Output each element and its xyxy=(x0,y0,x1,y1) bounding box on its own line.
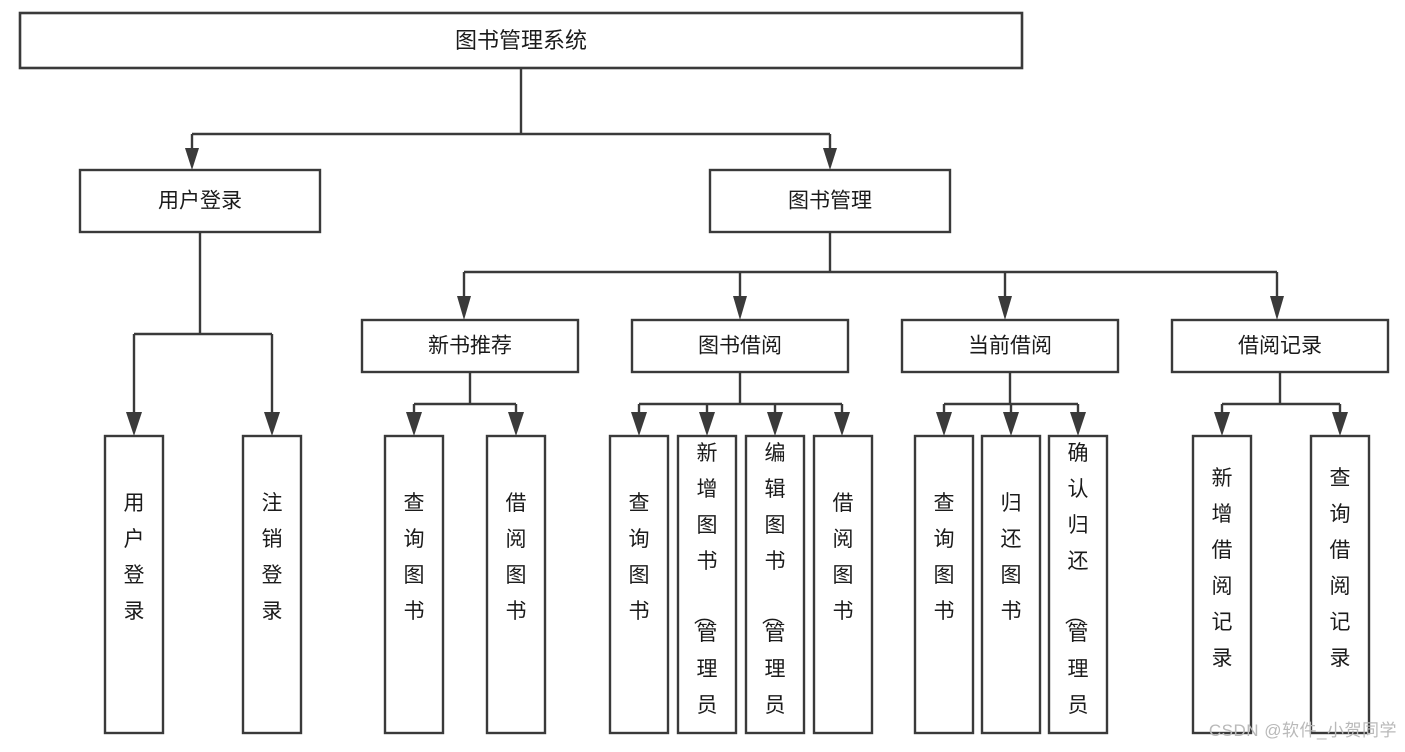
leaf-add-book-box[interactable] xyxy=(676,434,738,735)
leaf-borrow-book-1-label: 借阅图书 xyxy=(506,492,527,623)
new-book-recommend-box[interactable] xyxy=(360,318,580,374)
leaf-edit-book-box[interactable] xyxy=(744,434,806,735)
leaf-logout-login[interactable]: 注销登录 xyxy=(241,434,303,735)
arrow-to-book-management xyxy=(823,148,837,170)
arrow-to-leaf-return-book xyxy=(1003,412,1019,436)
node-new-book-recommend[interactable]: 新书推荐 xyxy=(360,318,580,374)
arrow-to-leaf-add-book xyxy=(699,412,715,436)
borrow-records-label: 借阅记录 xyxy=(1238,335,1322,358)
leaf-query-record-label: 查询借阅记录 xyxy=(1330,467,1351,670)
arrow-to-leaf-query-book-2 xyxy=(631,412,647,436)
root-box[interactable] xyxy=(18,11,1024,70)
leaf-query-book-2-label: 查询图书 xyxy=(629,492,650,623)
leaf-edit-book[interactable]: 编辑图书（管理员） xyxy=(744,434,806,752)
arrow-to-leaf-borrow-book-1 xyxy=(508,412,524,436)
leaf-return-book-box[interactable] xyxy=(980,434,1042,735)
leaf-user-login[interactable]: 用户登录 xyxy=(103,434,165,735)
node-user-login[interactable]: 用户登录 xyxy=(78,168,322,234)
book-management-label: 图书管理 xyxy=(788,190,872,213)
arrow-to-leaf-confirm-return xyxy=(1070,412,1086,436)
arrow-to-leaf-query-book-1 xyxy=(406,412,422,436)
arrow-to-leaf-logout-login xyxy=(264,412,280,436)
leaf-add-record-box[interactable] xyxy=(1191,434,1253,735)
leaf-borrow-book-1-box[interactable] xyxy=(485,434,547,735)
leaf-logout-login-label: 注销登录 xyxy=(262,492,283,623)
leaf-query-book-2[interactable]: 查询图书 xyxy=(608,434,670,735)
connector-current-borrow-to-leaves xyxy=(936,372,1086,436)
leaf-query-book-3-box[interactable] xyxy=(913,434,975,735)
node-book-borrow[interactable]: 图书借阅 xyxy=(630,318,850,374)
current-borrow-label: 当前借阅 xyxy=(968,335,1052,358)
leaf-edit-book-label: 编辑图书（管理员） xyxy=(760,442,786,747)
leaf-query-book-1-box[interactable] xyxy=(383,434,445,735)
leaf-query-book-1[interactable]: 查询图书 xyxy=(383,434,445,735)
connector-new-book-recommend-to-leaves xyxy=(406,372,524,436)
book-borrow-label: 图书借阅 xyxy=(698,335,782,358)
new-book-recommend-label: 新书推荐 xyxy=(428,335,512,358)
arrow-to-leaf-borrow-book-2 xyxy=(834,412,850,436)
leaf-borrow-book-1[interactable]: 借阅图书 xyxy=(485,434,547,735)
leaf-query-record[interactable]: 查询借阅记录 xyxy=(1309,434,1371,735)
arrow-to-leaf-user-login xyxy=(126,412,142,436)
arrow-to-book-borrow xyxy=(733,296,747,320)
leaf-return-book[interactable]: 归还图书 xyxy=(980,434,1042,735)
arrow-to-leaf-add-record xyxy=(1214,412,1230,436)
leaf-user-login-box[interactable] xyxy=(103,434,165,735)
user-login-label: 用户登录 xyxy=(158,190,242,213)
leaf-user-login-label: 用户登录 xyxy=(124,492,145,623)
leaf-borrow-book-2[interactable]: 借阅图书 xyxy=(812,434,874,735)
leaf-confirm-return[interactable]: 确认归还（管理员） xyxy=(1047,434,1109,752)
leaf-add-book[interactable]: 新增图书（管理员） xyxy=(676,434,738,752)
arrow-to-leaf-edit-book xyxy=(767,412,783,436)
arrow-to-leaf-query-record xyxy=(1332,412,1348,436)
root-label: 图书管理系统 xyxy=(455,28,587,53)
arrow-to-borrow-records xyxy=(1270,296,1284,320)
connector-borrow-records-to-leaves xyxy=(1214,372,1348,436)
leaf-add-record-label: 新增借阅记录 xyxy=(1212,467,1233,670)
leaf-query-book-2-box[interactable] xyxy=(608,434,670,735)
leaf-confirm-return-box[interactable] xyxy=(1047,434,1109,735)
arrow-to-new-book-recommend xyxy=(457,296,471,320)
leaf-query-record-box[interactable] xyxy=(1309,434,1371,735)
leaf-borrow-book-2-label: 借阅图书 xyxy=(833,492,854,623)
leaf-return-book-label: 归还图书 xyxy=(1001,492,1022,623)
arrow-to-current-borrow xyxy=(998,296,1012,320)
node-root[interactable]: 图书管理系统 xyxy=(18,11,1024,70)
current-borrow-box[interactable] xyxy=(900,318,1120,374)
node-book-management[interactable]: 图书管理 xyxy=(708,168,952,234)
node-borrow-records[interactable]: 借阅记录 xyxy=(1170,318,1390,374)
user-login-box[interactable] xyxy=(78,168,322,234)
connector-book-borrow-to-leaves xyxy=(631,372,850,436)
connector-book-management-to-level3 xyxy=(457,232,1284,320)
leaf-confirm-return-label: 确认归还（管理员） xyxy=(1063,442,1089,747)
leaf-logout-login-box[interactable] xyxy=(241,434,303,735)
arrow-to-user-login xyxy=(185,148,199,170)
connector-root-to-level2 xyxy=(185,68,837,170)
node-current-borrow[interactable]: 当前借阅 xyxy=(900,318,1120,374)
leaf-query-book-3[interactable]: 查询图书 xyxy=(913,434,975,735)
leaf-query-book-3-label: 查询图书 xyxy=(934,492,955,623)
connector-user-login-to-leaves xyxy=(126,232,280,436)
leaf-borrow-book-2-box[interactable] xyxy=(812,434,874,735)
leaf-add-record[interactable]: 新增借阅记录 xyxy=(1191,434,1253,735)
leaf-query-book-1-label: 查询图书 xyxy=(404,492,425,623)
arrow-to-leaf-query-book-3 xyxy=(936,412,952,436)
